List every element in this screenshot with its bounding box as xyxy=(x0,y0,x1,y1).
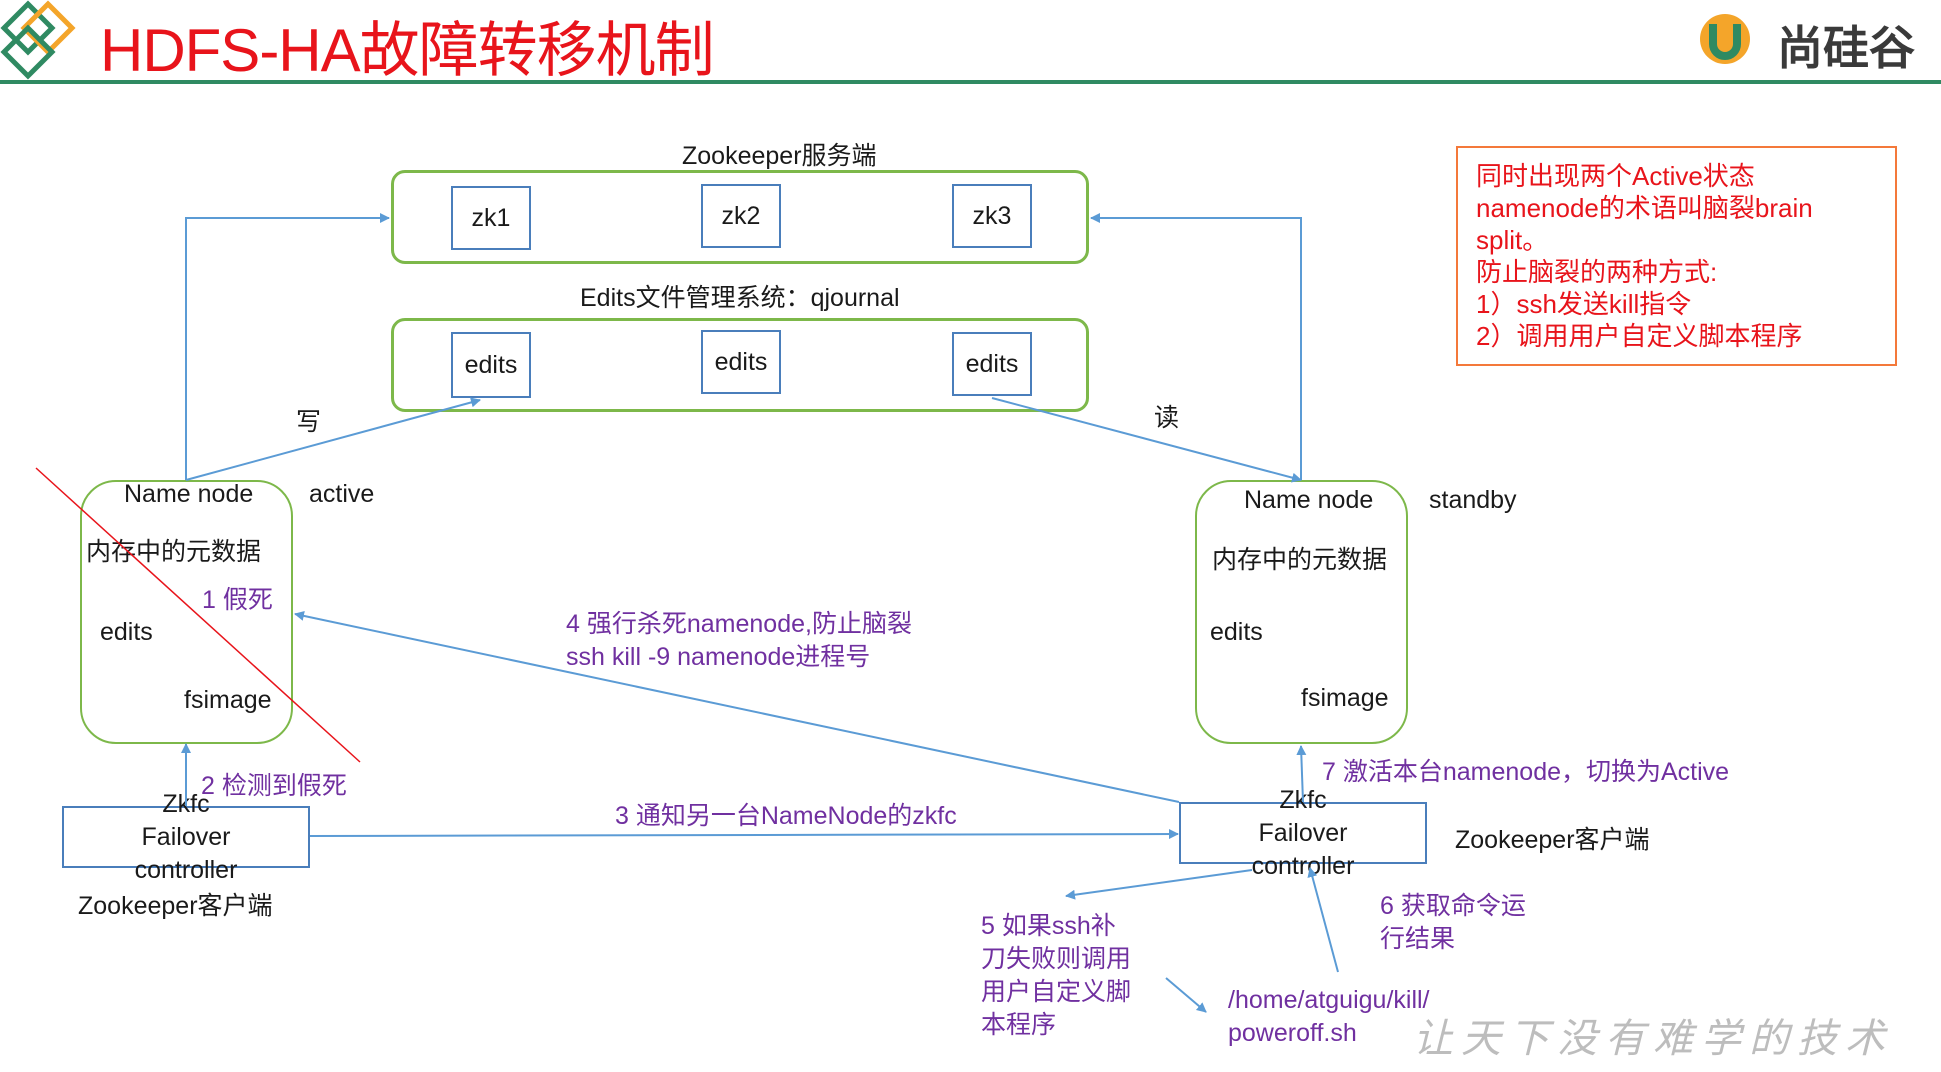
arrow-step-5b xyxy=(1165,977,1207,1013)
edits-node: edits xyxy=(451,332,531,398)
step-4-label: 4 强行杀死namenode,防止脑裂 ssh kill -9 namenode… xyxy=(566,610,912,671)
zookeeper-title: Zookeeper服务端 xyxy=(682,142,877,170)
namenode-left-memory: 内存中的元数据 xyxy=(86,538,262,566)
zk-node: zk1 xyxy=(451,186,531,250)
arrow-left-to-zk xyxy=(185,213,390,480)
namenode-left-state: active xyxy=(309,480,375,508)
zkfc-right-box xyxy=(1179,802,1427,864)
arrow-step-7 xyxy=(1296,745,1307,803)
arrow-step-5a xyxy=(1065,869,1253,900)
namenode-right-fsimage: fsimage xyxy=(1301,684,1389,712)
step-7-label: 7 激活本台namenode，切换为Active xyxy=(1322,758,1730,786)
header-divider xyxy=(0,80,1941,84)
brand-name: 尚硅谷 xyxy=(1777,22,1915,74)
zkfc-right-label: Zkfc Failover controller xyxy=(1251,786,1355,880)
zkfc-left-client: Zookeeper客户端 xyxy=(78,892,273,920)
arrow-read xyxy=(991,397,1302,483)
step-3-label: 3 通知另一台NameNode的zkfc xyxy=(615,802,957,830)
namenode-right-memory: 内存中的元数据 xyxy=(1212,546,1388,574)
zk-node: zk2 xyxy=(701,184,781,248)
read-label: 读 xyxy=(1154,404,1180,432)
namenode-right-title: Name node xyxy=(1244,486,1374,514)
namenode-right-edits: edits xyxy=(1210,618,1263,646)
brand-logo-icon xyxy=(1700,14,1750,64)
script-path: /home/atguigu/kill/ poweroff.sh xyxy=(1228,986,1430,1047)
arrow-step-3 xyxy=(309,829,1179,840)
zk-node: zk3 xyxy=(952,184,1032,248)
zkfc-left-box xyxy=(62,806,310,868)
brain-split-note: 同时出现两个Active状态 namenode的术语叫脑裂brain split… xyxy=(1456,146,1897,366)
arrow-write xyxy=(185,397,481,481)
edits-system-title: Edits文件管理系统：qjournal xyxy=(580,284,900,312)
namenode-left-fsimage: fsimage xyxy=(184,686,272,714)
page-title: HDFS-HA故障转移机制 xyxy=(100,17,715,84)
step-1-label: 1 假死 xyxy=(202,586,273,614)
arrow-right-to-zk xyxy=(1090,213,1302,480)
zkfc-right-client: Zookeeper客户端 xyxy=(1455,826,1650,854)
namenode-left-edits: edits xyxy=(100,618,153,646)
watermark: 让天下没有难学的技术 xyxy=(1413,1016,1893,1062)
step-6-label: 6 获取命令运 行结果 xyxy=(1380,892,1526,953)
step-5-label: 5 如果ssh补 刀失败则调用 用户自定义脚 本程序 xyxy=(981,912,1132,1039)
arrow-step-6 xyxy=(1307,867,1339,973)
step-2-label: 2 检测到假死 xyxy=(201,772,347,800)
edits-node: edits xyxy=(952,332,1032,396)
namenode-left-title: Name node xyxy=(124,480,254,508)
arrow-step-4 xyxy=(294,610,1180,803)
write-label: 写 xyxy=(296,408,322,436)
namenode-right-state: standby xyxy=(1429,486,1517,514)
diamond-logo-icon xyxy=(0,0,76,80)
zkfc-left-label: Zkfc Failover controller xyxy=(134,790,238,884)
failed-namenode-strike xyxy=(35,467,361,763)
edits-node: edits xyxy=(701,330,781,394)
